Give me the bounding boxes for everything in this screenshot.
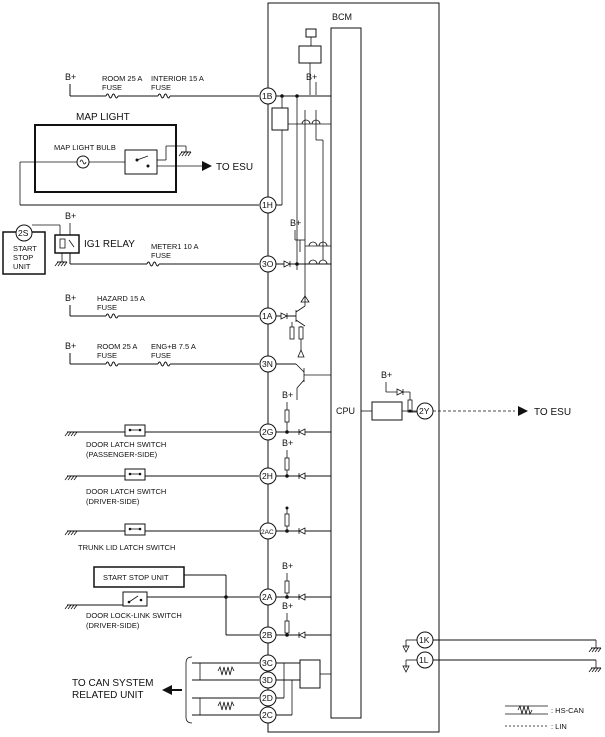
ss-unit-line1: START [13,244,37,253]
fuse-meter1-label: METER1 10 A [151,242,199,251]
door-pass-label-1: DOOR LATCH SWITCH [86,440,166,449]
connector-2s [15,224,33,242]
pin-1b-label: 1B [262,91,273,101]
pin-2h-label: 2H [262,471,273,481]
bplus-int-2y: B+ [381,370,392,380]
arrow-to-can [162,685,172,695]
fuse-room25a-word: FUSE [102,83,122,92]
bplus-int-2b: B+ [282,601,293,611]
internal-relay-1b [271,107,289,131]
pin-2d-label: 2D [262,693,273,703]
bcm-title: BCM [332,12,352,22]
ss-unit-line3: UNIT [13,262,31,271]
bplus-1a: B+ [65,293,76,303]
pin-3c-label: 3C [262,658,273,668]
fuse-engb-word: FUSE [151,351,171,360]
pin-2g-label: 2G [262,427,273,437]
pin-2b-label: 2B [262,630,273,640]
bplus-internal-3o: B+ [290,218,301,228]
door-drv-label-2: (DRIVER-SIDE) [86,497,140,506]
trunk-lid-latch-switch [124,523,146,536]
bplus-int-2a: B+ [282,561,293,571]
ig1-relay-label: IG1 RELAY [84,239,135,250]
right-to-esu: TO ESU [534,407,571,418]
ss-unit-line2: STOP [13,253,33,262]
map-light-bulb-label: MAP LIGHT BULB [54,143,116,152]
lock-link-label-1: DOOR LOCK-LINK SWITCH [86,611,182,620]
door-pass-label-2: (PASSENGER-SIDE) [86,450,158,459]
map-light-to-esu: TO ESU [216,162,253,173]
internal-sensor [305,28,317,38]
start-stop-unit-switch-box [93,566,185,588]
pin-1l-label: 1L [419,655,429,665]
pin-1a-label: 1A [262,311,273,321]
bplus-ig1: B+ [65,211,76,221]
fuse-engb-label: ENG+B 7.5 A [151,342,196,351]
pin-2ac-label: 2AC [261,529,274,536]
pin-1h-label: 1H [262,200,273,210]
start-stop-unit-label: START STOP UNIT [103,573,169,582]
pin-1k-label: 1K [419,635,430,645]
can-transceiver [299,659,321,689]
bplus-3n: B+ [65,341,76,351]
ig1-relay-box [54,234,80,254]
bplus-1b: B+ [65,72,76,82]
door-drv-label-1: DOOR LATCH SWITCH [86,487,166,496]
door-latch-switch-driver [124,468,146,481]
lin-transceiver [371,401,403,421]
bplus-int-2h: B+ [282,438,293,448]
bplus-int-2g: B+ [282,390,293,400]
pin-3n-label: 3N [262,359,273,369]
can-label-2: RELATED UNIT [72,690,144,701]
legend-hs-can: : HS-CAN [551,706,584,715]
legend-lin: : LIN [551,722,567,731]
arrow-to-esu-map [202,161,212,171]
pin-3d-label: 3D [262,675,273,685]
map-light-title: MAP LIGHT [76,112,130,123]
door-latch-switch-passenger [124,424,146,437]
door-lock-link-switch [122,591,148,607]
pin-2a-label: 2A [262,592,273,602]
internal-relay-top [298,45,322,64]
map-light-switch [124,149,158,175]
fuse-room25b-word: FUSE [97,351,117,360]
bplus-internal-1: B+ [306,72,317,82]
arrow-to-esu-lin [518,406,528,416]
pin-2y-label: 2Y [419,406,430,416]
pin-3o-label: 3O [262,259,274,269]
fuse-hazard15-label: HAZARD 15 A [97,294,145,303]
fuse-room25b-label: ROOM 25 A [97,342,137,351]
fuse-interior15-label: INTERIOR 15 A [151,74,204,83]
can-label-1: TO CAN SYSTEM [72,678,154,689]
fuse-room25a-label: ROOM 25 A [102,74,142,83]
fuse-hazard15-word: FUSE [97,303,117,312]
pin-2c-label: 2C [262,710,273,720]
lock-link-label-2: (DRIVER-SIDE) [86,621,140,630]
cpu-label: CPU [336,406,355,416]
cpu-box [330,27,362,719]
map-light-box [34,124,177,193]
connector-2s-label: 2S [18,228,29,238]
fuse-meter1-word: FUSE [151,251,171,260]
fuse-interior15-word: FUSE [151,83,171,92]
trunk-label: TRUNK LID LATCH SWITCH [78,543,175,552]
